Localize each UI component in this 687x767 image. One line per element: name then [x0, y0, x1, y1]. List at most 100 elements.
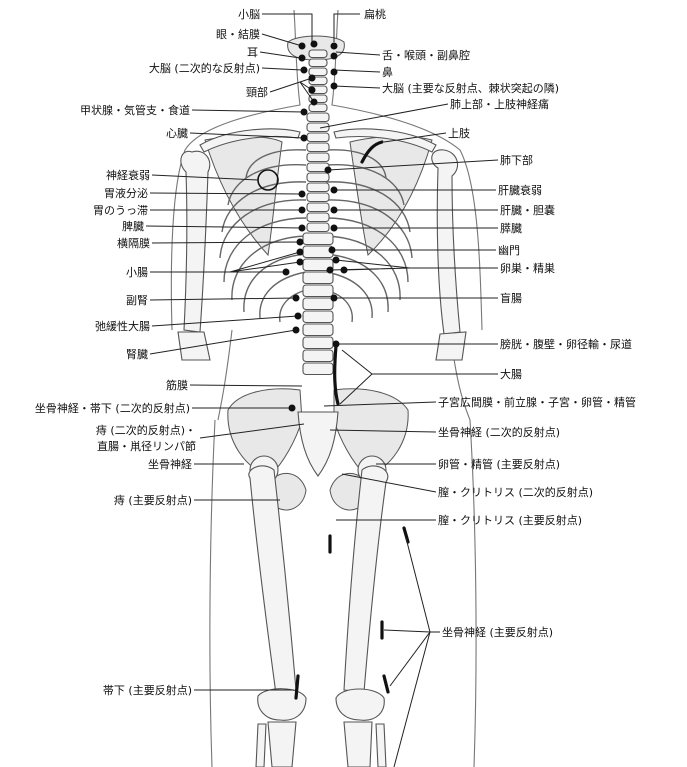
large-intestine-reflex-zone — [333, 344, 340, 406]
label-bladder-etc: 膀胱・腹壁・卵径輸・尿道 — [500, 337, 632, 351]
left-ilium — [227, 388, 303, 477]
label-heart: 心臓 — [166, 127, 188, 140]
label-cerebrum-secondary: 大脳 (二次的な反射点) — [149, 61, 260, 75]
vertebra — [306, 202, 330, 213]
vertebra — [308, 103, 328, 113]
vertebra — [302, 297, 334, 311]
label-liver-weakness: 肝臓衰弱 — [498, 183, 542, 197]
rib-cage — [219, 149, 413, 323]
label-cecum: 盲腸 — [500, 291, 522, 305]
vertebra — [306, 152, 330, 163]
body-outline — [170, 9, 483, 767]
label-neck: 頸部 — [246, 85, 268, 99]
left-femur — [248, 465, 297, 695]
vertebra — [302, 258, 334, 272]
right-knee — [335, 688, 385, 721]
vertebra — [302, 323, 334, 337]
label-gastric-secretion: 胃液分泌 — [104, 186, 148, 200]
spine — [302, 49, 334, 376]
label-thyroid-bronchi-esophagus: 甲状腺・気管支・食道 — [80, 103, 190, 117]
label-upper-lung: 肺上部・上肢神経痛 — [450, 97, 549, 111]
vertebra — [306, 212, 330, 223]
label-cerebrum-primary: 大脳 (主要な反射点、棘状突起の隣) — [382, 81, 559, 95]
label-spleen: 脾臓 — [122, 219, 144, 233]
label-nose: 鼻 — [382, 65, 393, 79]
vertebra — [302, 349, 334, 363]
sciatic-zone-upper — [402, 526, 410, 544]
label-fascia: 筋膜 — [166, 378, 188, 392]
vertebra — [306, 142, 330, 153]
label-leucorrhea-primary: 帯下 (主要反射点) — [103, 683, 192, 697]
sacrum — [297, 411, 339, 477]
label-large-intestine: 大腸 — [500, 367, 522, 381]
skull-base — [287, 35, 345, 61]
label-hemorrhoids-secondary: 痔 (二次的反射点)・ — [96, 423, 196, 437]
vertebra — [306, 222, 330, 233]
vertebra — [302, 336, 334, 350]
vertebra — [302, 310, 334, 324]
vertebra — [302, 284, 334, 298]
vertebra — [308, 67, 328, 77]
label-eyes-conjunctiva: 眼・結膜 — [216, 27, 260, 41]
label-pancreas: 膵臓 — [500, 222, 522, 235]
right-fibula — [375, 723, 387, 767]
upper-limb-reflex-zone — [360, 140, 384, 164]
label-sciatic-secondary: 坐骨神経 (二次的反射点) — [438, 425, 560, 439]
label-neurasthenia: 神経衰弱 — [106, 168, 150, 182]
label-sciatic-primary: 坐骨神経 (主要反射点) — [442, 625, 553, 639]
label-hemorrhoids-primary: 痔 (主要反射点) — [114, 493, 192, 507]
leucorrhea-reflex-zone — [294, 674, 300, 700]
vertebra — [302, 245, 334, 259]
left-tibia — [267, 721, 297, 767]
right-tibia — [343, 721, 373, 767]
label-pylorus: 幽門 — [498, 244, 520, 257]
labels: 小脳 扁桃 眼・結膜 耳 舌・喉頭・副鼻腔 大脳 (二次的な反射点) 鼻 頸部 … — [35, 7, 636, 697]
label-small-intestine: 小腸 — [126, 266, 148, 279]
vertebra — [306, 192, 330, 203]
left-clavicle — [199, 128, 301, 153]
vertebra — [306, 132, 330, 143]
label-liver-gallbladder: 肝臓・胆嚢 — [500, 203, 555, 217]
left-forearm — [177, 331, 211, 361]
label-fallopian-primary: 卵管・精管 (主要反射点) — [438, 457, 560, 471]
right-humerus — [431, 149, 461, 335]
label-lower-lung: 肺下部 — [500, 153, 533, 167]
label-adrenal: 副腎 — [126, 294, 148, 307]
label-kidneys: 腎臓 — [126, 348, 148, 361]
label-vagina-secondary: 膣・クリトリス (二次的反射点) — [438, 485, 593, 499]
leader-lines — [145, 13, 499, 767]
vertebra — [306, 182, 330, 193]
sciatic-zone-lower — [382, 674, 390, 694]
right-clavicle — [333, 128, 437, 153]
label-vagina-primary: 膣・クリトリス (主要反射点) — [438, 513, 582, 527]
label-sciatic-leucorrhea-secondary: 坐骨神経・帯下 (二次的反射点) — [35, 401, 190, 415]
label-flaccid-colon: 弛緩性大腸 — [95, 319, 150, 333]
vertebra — [308, 58, 328, 68]
vertebra — [306, 122, 330, 133]
label-sciatic-nerve: 坐骨神経 — [148, 457, 192, 471]
label-diaphragm: 横隔膜 — [117, 236, 150, 250]
left-fibula — [255, 723, 267, 767]
right-ilium — [333, 388, 409, 477]
vertebra — [306, 112, 330, 123]
label-upper-limb: 上肢 — [448, 126, 470, 140]
reflex-dots — [282, 40, 348, 412]
label-gastric-stasis: 胃のうっ滞 — [93, 204, 148, 217]
vertebra — [302, 362, 334, 376]
label-cerebellum: 小脳 — [238, 8, 260, 21]
right-forearm — [435, 331, 467, 361]
left-knee — [257, 688, 307, 721]
left-humerus — [180, 150, 211, 333]
vertebra — [302, 271, 334, 285]
vertebra — [306, 172, 330, 183]
label-tonsils: 扁桃 — [364, 7, 386, 21]
vertebra — [302, 232, 334, 246]
vertebra — [308, 49, 328, 59]
right-femur — [343, 465, 389, 693]
label-uterus-prostate: 子宮広間膜・前立腺・子宮・卵管・精管 — [438, 395, 636, 409]
label-ovaries-testes: 卵巣・精巣 — [500, 262, 555, 275]
label-tongue-larynx-sinus: 舌・喉頭・副鼻腔 — [382, 48, 470, 62]
label-ears: 耳 — [247, 46, 258, 59]
